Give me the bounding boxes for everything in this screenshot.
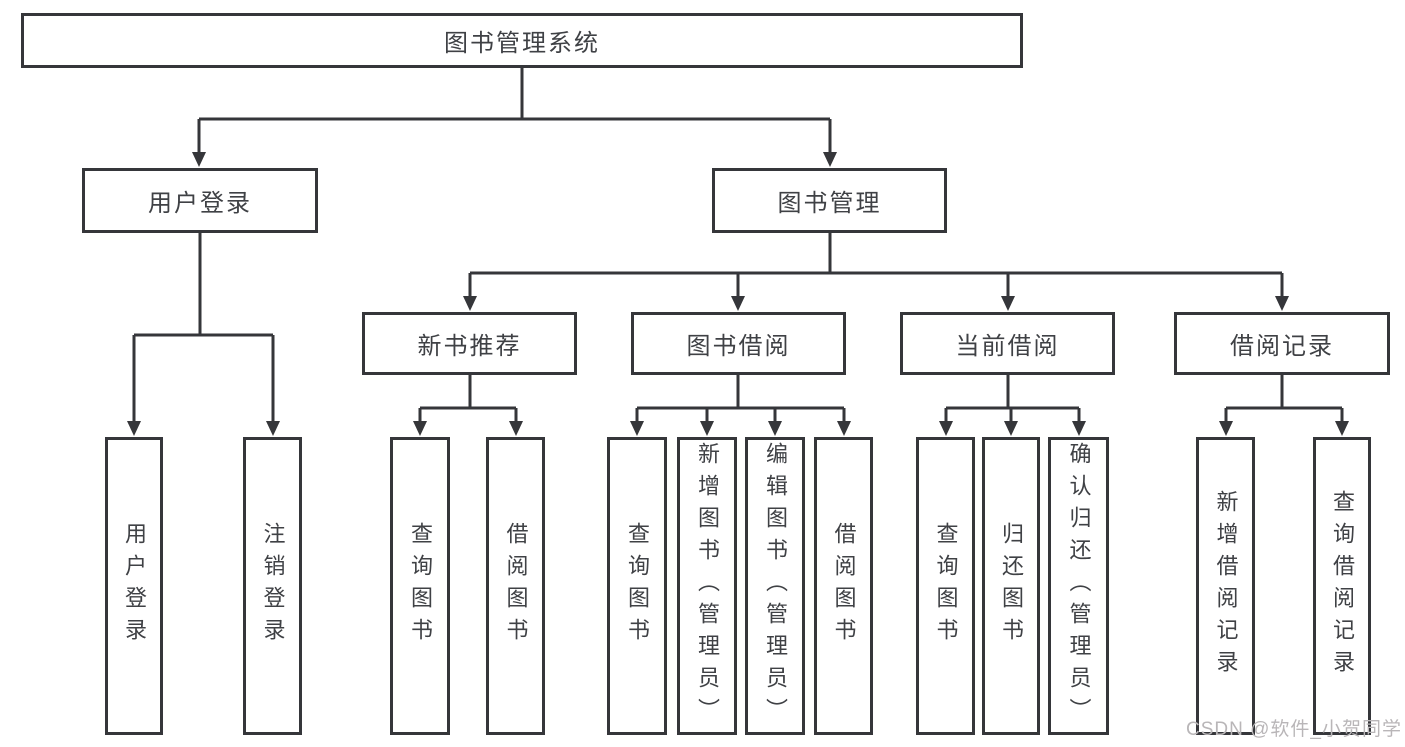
node-book-management-label: 图书管理: [777, 190, 882, 217]
node-leaf-logout-label: 注销登录: [260, 522, 286, 650]
connector-book-mgmt-to-level3: [468, 233, 1284, 297]
connector-book-borrow-to-children: [635, 375, 846, 422]
arrow-icon: [413, 421, 427, 436]
node-borrowing-records: 借阅记录: [1174, 312, 1390, 375]
arrow-icon: [266, 421, 280, 436]
node-current-borrowing-label: 当前借阅: [955, 333, 1060, 360]
node-current-borrowing: 当前借阅: [900, 312, 1115, 375]
node-user-login: 用户登录: [82, 168, 318, 233]
connector-current-borrow-to-children: [944, 375, 1081, 422]
node-leaf-borrow-books: 借阅图书: [814, 437, 873, 735]
node-leaf-borrow-books-label: 借阅图书: [831, 522, 857, 650]
node-leaf-user-login: 用户登录: [105, 437, 163, 735]
arrow-icon: [630, 421, 644, 436]
node-leaf-current-query-books: 查询图书: [916, 437, 975, 735]
node-new-book-recommend-label: 新书推荐: [417, 333, 522, 360]
connector-root-to-level2: [197, 68, 832, 153]
arrow-icon: [127, 421, 141, 436]
arrow-icon: [837, 421, 851, 436]
node-leaf-query-borrow-record: 查询借阅记录: [1313, 437, 1371, 735]
connector-borrow-records-to-children: [1224, 375, 1344, 422]
arrow-icon: [1275, 296, 1289, 311]
arrow-icon: [1001, 296, 1015, 311]
arrow-icon: [463, 296, 477, 311]
node-leaf-edit-books-admin-label: 编辑图书（管理员）: [763, 442, 788, 730]
node-borrowing-records-label: 借阅记录: [1230, 333, 1334, 360]
node-new-book-recommend: 新书推荐: [362, 312, 577, 375]
arrow-icon: [823, 152, 837, 167]
node-leaf-borrow-query-books: 查询图书: [607, 437, 667, 735]
arrow-icon: [192, 152, 206, 167]
connector-new-book-rec-to-children: [418, 375, 518, 422]
arrowheads: [127, 152, 1349, 436]
node-book-management: 图书管理: [712, 168, 947, 233]
node-root-label: 图书管理系统: [444, 30, 600, 57]
node-leaf-add-books-admin: 新增图书（管理员）: [677, 437, 737, 735]
arrow-icon: [939, 421, 953, 436]
arrow-icon: [1072, 421, 1086, 436]
node-leaf-user-login-label: 用户登录: [122, 522, 147, 650]
node-user-login-label: 用户登录: [148, 190, 252, 217]
arrow-icon: [700, 421, 714, 436]
node-leaf-borrow-query-books-label: 查询图书: [625, 522, 650, 650]
arrow-icon: [731, 296, 745, 311]
node-leaf-return-books-label: 归还图书: [999, 522, 1024, 650]
node-leaf-current-query-books-label: 查询图书: [933, 522, 959, 650]
node-leaf-edit-books-admin: 编辑图书（管理员）: [745, 437, 805, 735]
node-root: 图书管理系统: [21, 13, 1023, 68]
node-leaf-query-borrow-record-label: 查询借阅记录: [1330, 490, 1355, 682]
node-leaf-add-borrow-record-label: 新增借阅记录: [1213, 490, 1239, 682]
node-leaf-logout: 注销登录: [243, 437, 302, 735]
node-leaf-rec-borrow-books-label: 借阅图书: [503, 522, 529, 650]
node-leaf-rec-borrow-books: 借阅图书: [486, 437, 545, 735]
arrow-icon: [509, 421, 523, 436]
arrow-icon: [1335, 421, 1349, 436]
watermark: CSDN @软件_小贺同学: [1186, 719, 1402, 740]
node-leaf-rec-query-books: 查询图书: [390, 437, 450, 735]
node-leaf-add-borrow-record: 新增借阅记录: [1196, 437, 1255, 735]
arrow-icon: [1004, 421, 1018, 436]
node-leaf-add-books-admin-label: 新增图书（管理员）: [695, 442, 720, 730]
arrow-icon: [1219, 421, 1233, 436]
node-leaf-confirm-return-admin: 确认归还（管理员）: [1048, 437, 1109, 735]
node-book-borrowing: 图书借阅: [631, 312, 846, 375]
connector-user-login-to-children: [132, 233, 275, 422]
node-book-borrowing-label: 图书借阅: [686, 333, 791, 360]
arrow-icon: [768, 421, 782, 436]
node-leaf-confirm-return-admin-label: 确认归还（管理员）: [1066, 442, 1092, 730]
node-leaf-rec-query-books-label: 查询图书: [408, 522, 433, 650]
node-leaf-return-books: 归还图书: [982, 437, 1040, 735]
